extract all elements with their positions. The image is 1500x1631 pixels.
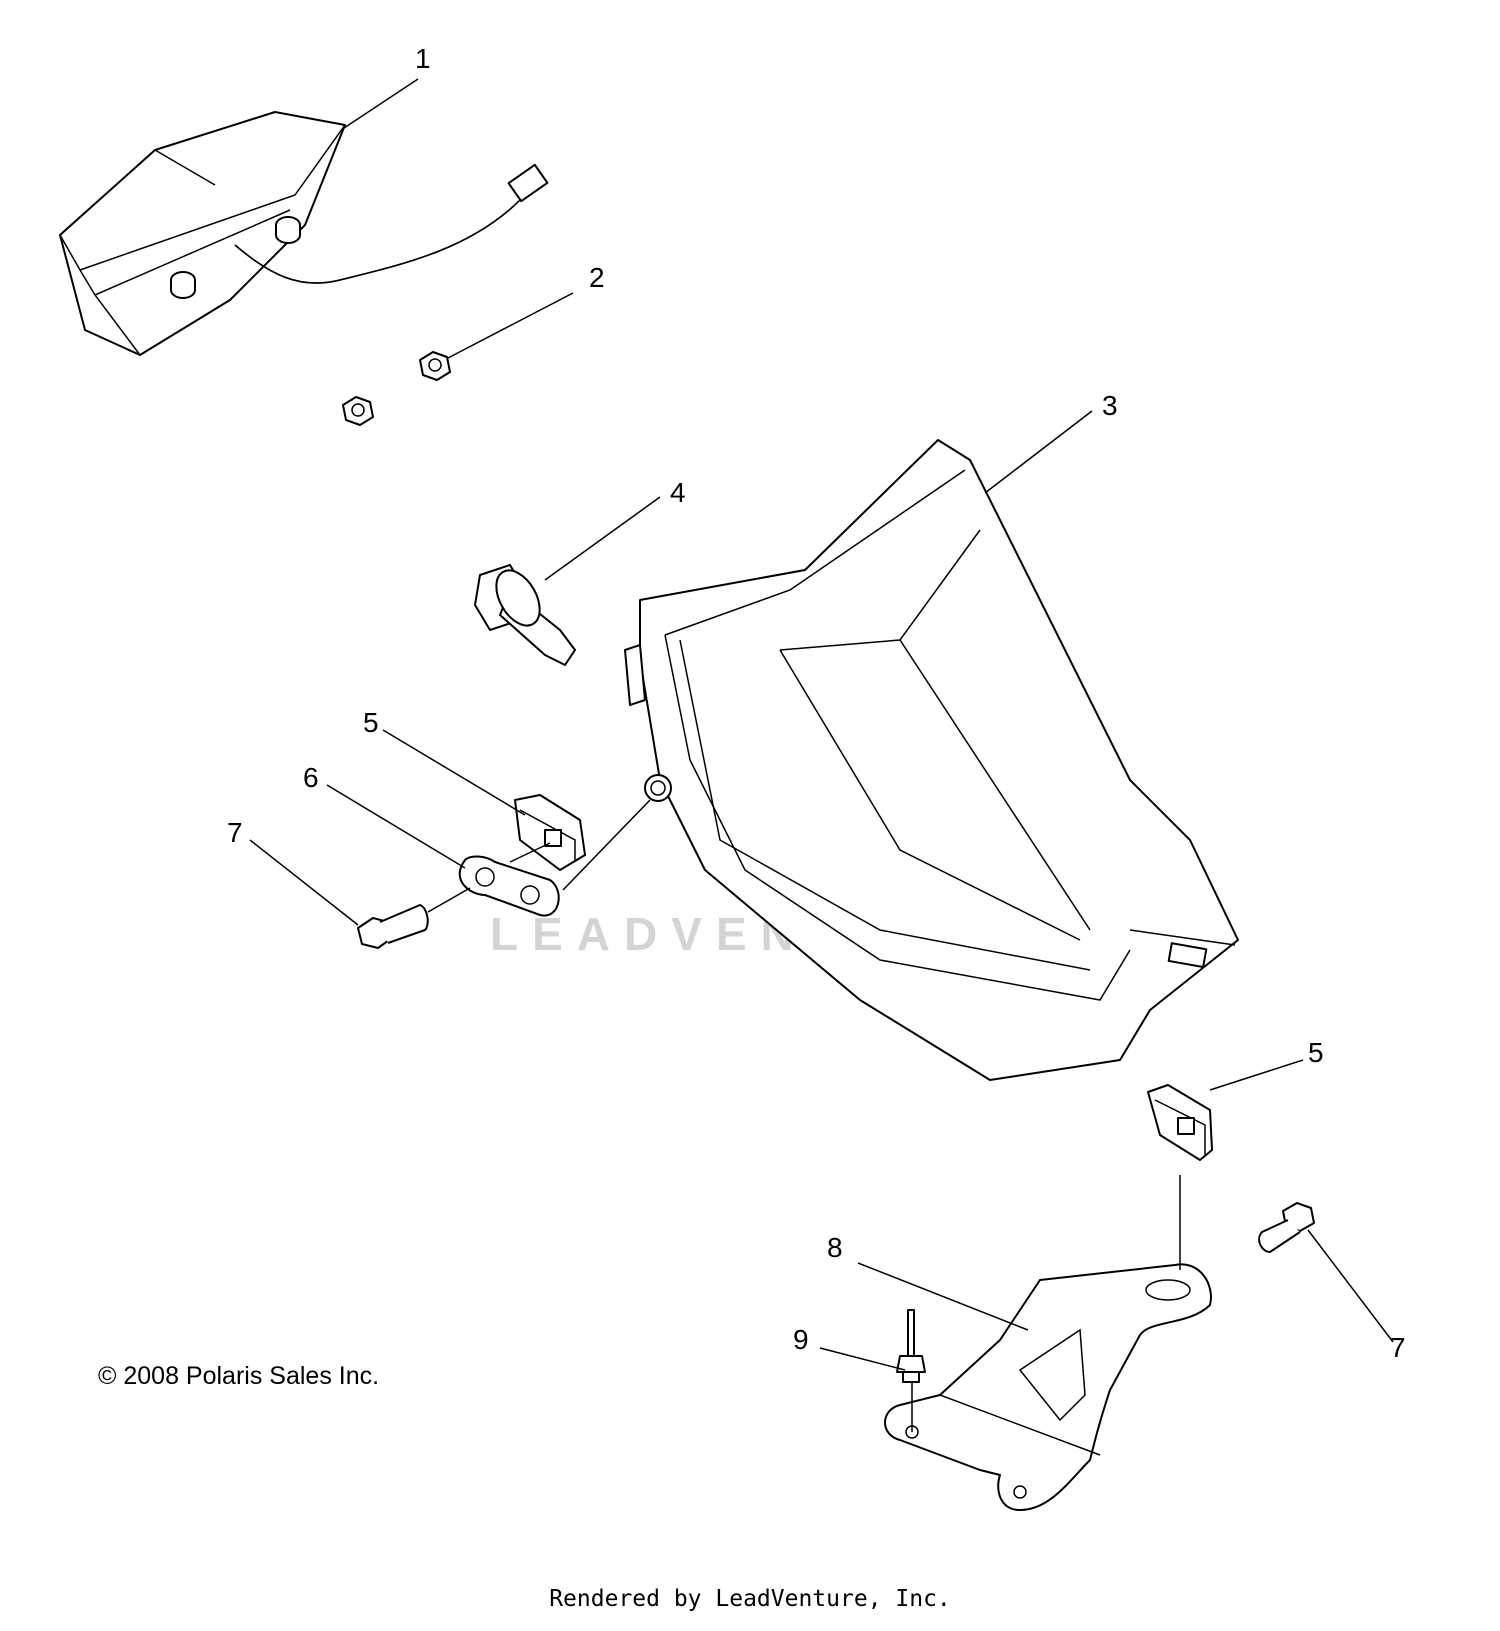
callout-3: 3 xyxy=(1102,390,1118,421)
callout-1: 1 xyxy=(415,43,431,74)
callout-5-left: 5 xyxy=(363,707,379,738)
callout-7-left: 7 xyxy=(227,817,243,848)
u-clip-5-left xyxy=(514,794,586,871)
headlight-bulb xyxy=(474,564,576,666)
callout-labels: 1 2 3 4 5 6 7 5 8 9 7 xyxy=(227,43,1406,1363)
assembly-guide-lines xyxy=(427,799,1181,1432)
u-clip-5-right xyxy=(1147,1084,1213,1161)
callout-2: 2 xyxy=(589,262,605,293)
tail-light-assembly xyxy=(59,111,549,356)
copyright-notice: © 2008 Polaris Sales Inc. xyxy=(98,1362,380,1390)
callout-6: 6 xyxy=(303,762,319,793)
callout-7-right: 7 xyxy=(1390,1332,1406,1363)
mounting-bracket xyxy=(884,1263,1212,1511)
rivet xyxy=(896,1309,926,1383)
headlight-housing xyxy=(624,439,1239,1081)
callout-4: 4 xyxy=(670,477,686,508)
callout-5-right: 5 xyxy=(1308,1037,1324,1068)
callout-8: 8 xyxy=(827,1232,843,1263)
spacer-plate xyxy=(458,855,560,917)
bolt-7-right xyxy=(1258,1202,1315,1253)
bolt-7-left xyxy=(357,904,429,949)
hex-nut-2 xyxy=(342,351,451,426)
callout-9: 9 xyxy=(793,1324,809,1355)
callout-leaders xyxy=(249,78,1394,1371)
render-credit: Rendered by LeadVenture, Inc. xyxy=(549,1586,951,1612)
